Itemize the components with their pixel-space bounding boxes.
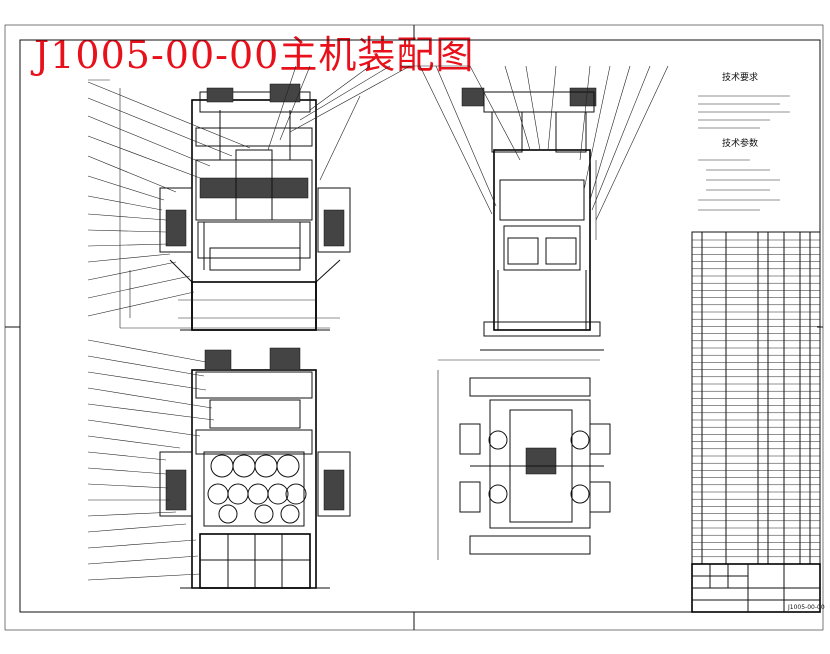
leader-lines-bottom-left	[87, 339, 215, 581]
section-view-bottom	[159, 347, 351, 589]
plan-view	[437, 359, 611, 560]
leader-lines-top-left	[87, 65, 411, 317]
outer-frame	[4, 24, 824, 631]
drawing-title: J1005-00-00主机装配图	[34, 33, 475, 77]
parts-list	[691, 231, 821, 565]
drawing-number: J1005-00-00	[787, 604, 825, 611]
tech-requirements-heading: 技术要求	[722, 71, 758, 83]
parts-list-rows	[692, 239, 820, 565]
tech-params-heading: 技术参数	[722, 137, 758, 149]
tech-notes: 技术要求 技术参数	[698, 71, 790, 211]
inner-frame	[19, 39, 821, 613]
front-view-top	[119, 83, 351, 331]
title-block: J1005-00-00	[691, 563, 825, 613]
leader-lines-top-right	[400, 65, 669, 221]
side-view	[461, 87, 604, 351]
